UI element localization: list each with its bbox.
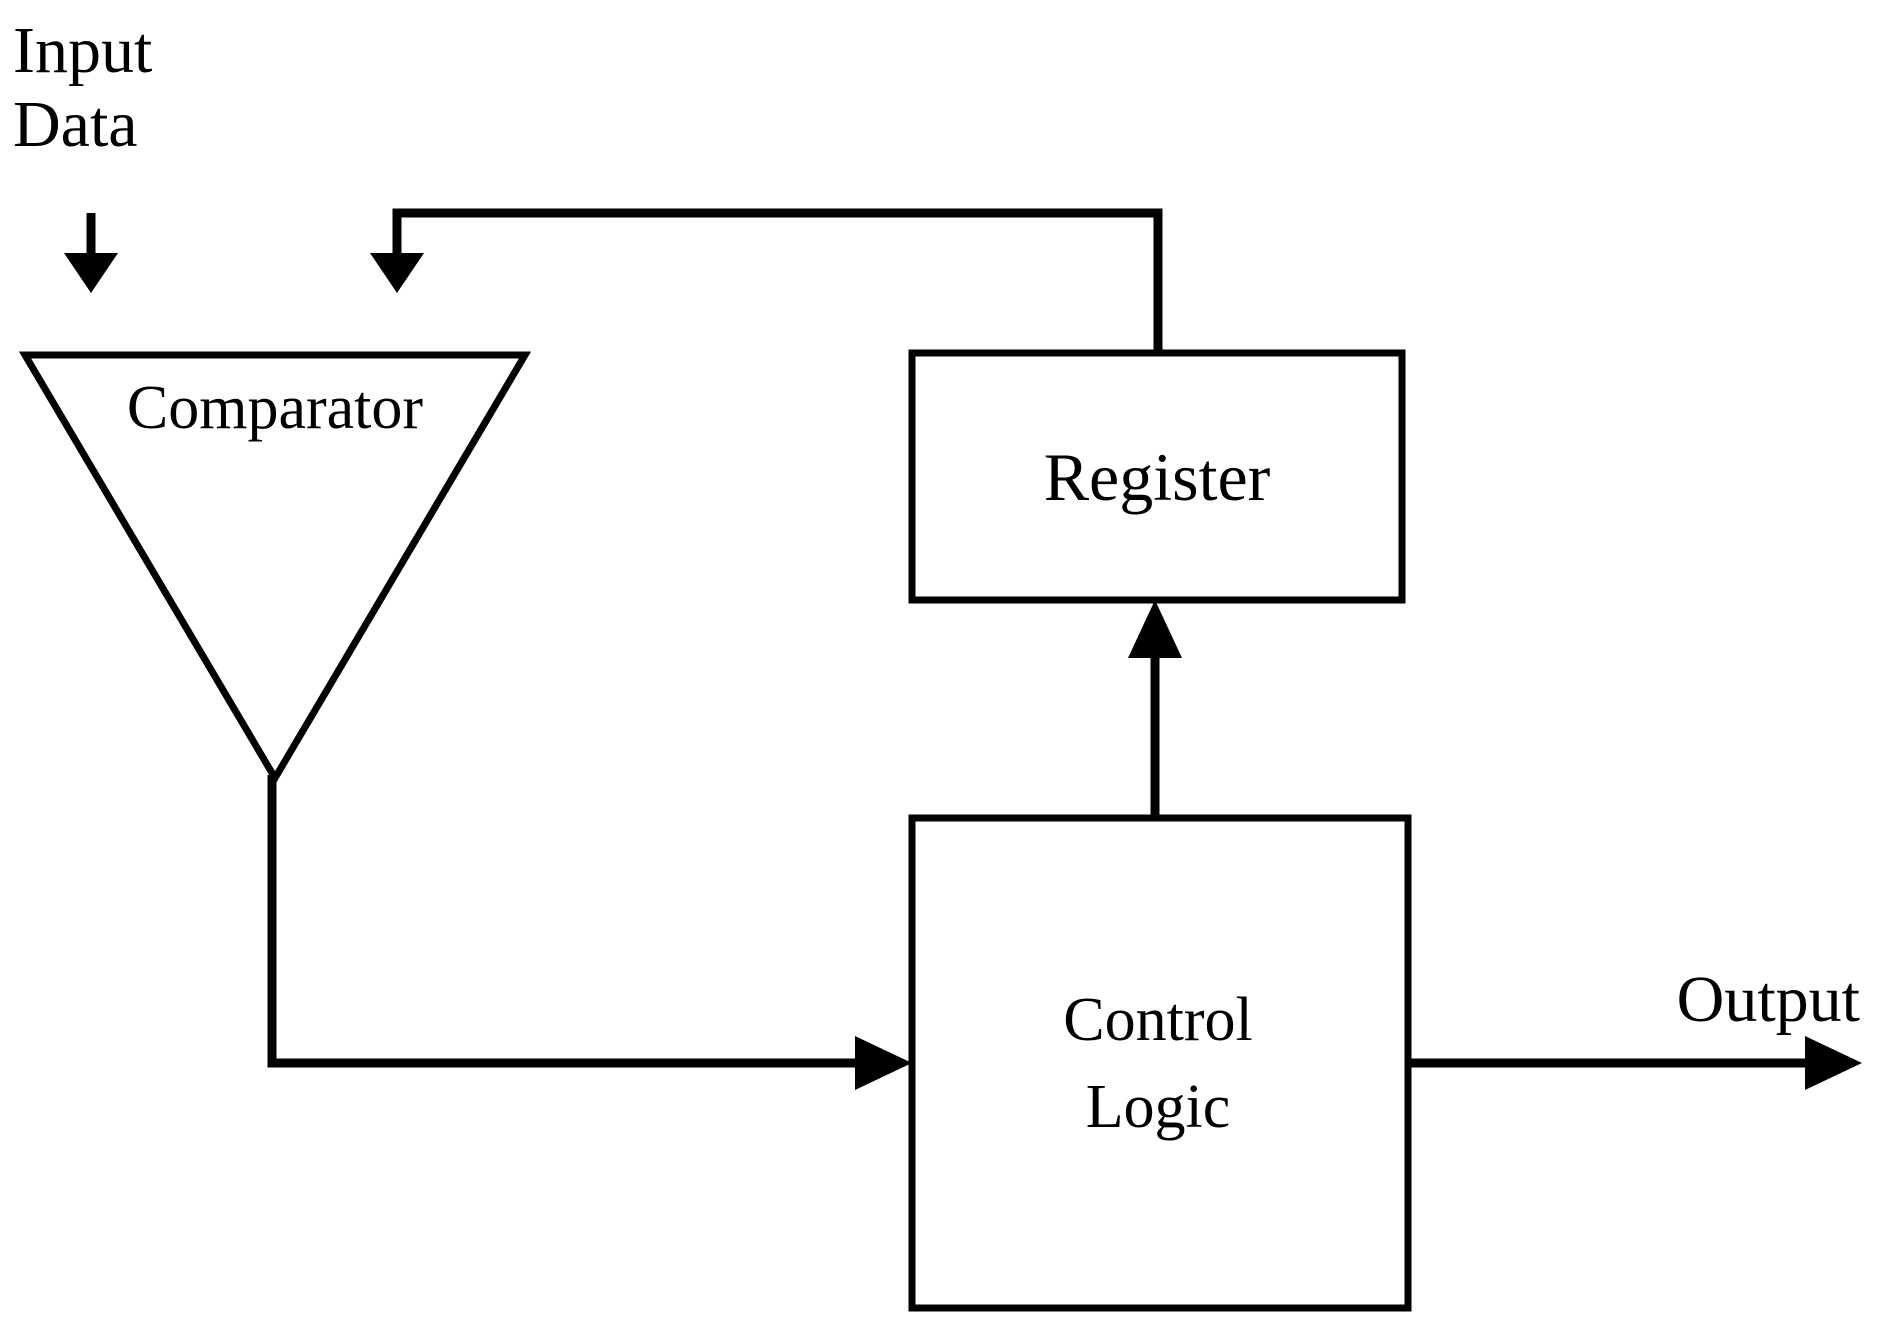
register-block[interactable]: Register [908, 349, 1406, 604]
connection-control-logic-to-output: Output [1405, 963, 1862, 1090]
comparator-label: Comparator [127, 374, 423, 442]
control-logic-label-line2: Logic [1086, 1073, 1231, 1141]
comparator-block[interactable]: Comparator [18, 351, 532, 785]
input-data-label-line2: Data [13, 88, 138, 161]
comparator-output-wire [267, 775, 860, 1068]
control-to-register-arrowhead [1128, 600, 1182, 658]
output-label: Output [1677, 963, 1860, 1036]
register-label: Register [1044, 439, 1271, 515]
register-feedback-arrowhead [370, 253, 424, 293]
control-logic-label-line1: Control [1063, 986, 1252, 1054]
register-box[interactable] [908, 349, 1406, 604]
connection-comparator-to-control-logic [267, 775, 912, 1090]
control-logic-box[interactable] [908, 814, 1412, 1312]
connection-register-feedback-to-comparator [370, 208, 1163, 353]
connection-control-logic-to-register [1128, 600, 1182, 818]
control-logic-block[interactable]: Control Logic [908, 814, 1412, 1312]
comparator-output-arrowhead [855, 1036, 912, 1090]
connection-input-data-to-comparator [64, 213, 118, 293]
register-feedback-wire [392, 208, 1163, 353]
input-data-arrowhead [64, 253, 118, 293]
output-arrowhead [1805, 1036, 1862, 1090]
input-data-label-line1: Input [13, 14, 152, 87]
comparator-triangle[interactable] [18, 351, 532, 785]
